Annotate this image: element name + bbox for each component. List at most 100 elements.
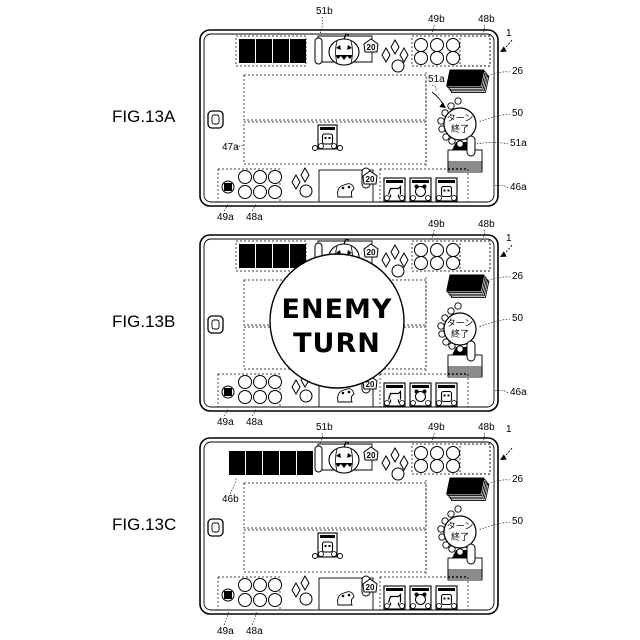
- monster-card: [384, 383, 405, 406]
- ref-numeral: 1: [506, 233, 512, 244]
- robot-icon: [442, 187, 452, 197]
- player-slot-circle: [269, 186, 282, 199]
- stat-dot: [338, 146, 343, 151]
- turn-count-dot: [438, 118, 444, 124]
- bear-ear: [423, 593, 427, 597]
- figure-label: FIG.13C: [112, 515, 176, 534]
- enemy-slot-circle: [431, 244, 444, 257]
- end-turn-label-2: 終了: [451, 531, 469, 543]
- stat-dot: [411, 196, 416, 201]
- robot-icon: [442, 392, 452, 402]
- player-slot-circle: [269, 594, 282, 607]
- stat-dot: [426, 401, 431, 406]
- ref-numeral: 51a: [428, 74, 445, 85]
- enemy-turn-overlay: ENEMYTURN: [270, 254, 404, 388]
- monster-card: [318, 125, 337, 149]
- deck-card: [448, 150, 482, 162]
- bear-ear: [415, 593, 419, 597]
- player-slot-circle: [269, 376, 282, 389]
- player-slot-circle: [254, 186, 267, 199]
- end-turn-circle: [444, 313, 476, 345]
- ref-numeral: 1: [506, 28, 512, 39]
- enemy-slot-circle: [415, 52, 428, 65]
- enemy-gauge: [315, 446, 322, 472]
- monster-card-header: [412, 588, 429, 591]
- monster-card-header: [320, 535, 335, 538]
- robot-icon: [323, 134, 333, 144]
- player-slot-circle: [239, 579, 252, 592]
- monster-card-header: [412, 180, 429, 183]
- face-down-card: [239, 244, 255, 268]
- player-hp-badge-value: 20: [366, 175, 375, 184]
- turn-count-dot: [448, 308, 454, 314]
- player-slot-circle: [239, 391, 252, 404]
- creature-eye: [348, 391, 351, 394]
- figure-panel-fig-13a: FIG.13A20ターン終了20151b49b48b2651a5051a47a4…: [112, 6, 527, 223]
- ref-numeral: 48b: [478, 219, 495, 230]
- ref-numeral: 26: [512, 271, 524, 282]
- face-down-card: [290, 39, 306, 63]
- creature-eye: [348, 186, 351, 189]
- bear-ear: [415, 390, 419, 394]
- robot-eye: [325, 137, 327, 139]
- player-slot-circle: [239, 376, 252, 389]
- creature-eye: [342, 187, 345, 190]
- ref-numeral: 49a: [217, 417, 234, 428]
- player-avatar-glyph: [224, 183, 232, 191]
- bear-ear: [423, 390, 427, 394]
- robot-eye: [329, 137, 331, 139]
- ref-numeral: 51a: [510, 138, 527, 149]
- stat-dot: [400, 196, 405, 201]
- player-hp-badge-value: 20: [366, 583, 375, 592]
- stat-dot: [437, 604, 442, 609]
- face-down-card: [273, 39, 289, 63]
- enemy-slot-circle: [431, 39, 444, 52]
- stat-dot: [426, 604, 431, 609]
- player-slot-circle: [254, 579, 267, 592]
- end-turn-label-2: 終了: [451, 328, 469, 340]
- end-turn-label-2: 終了: [451, 123, 469, 135]
- robot-eye: [325, 545, 327, 547]
- robot-eye: [448, 190, 450, 192]
- creature-eye: [342, 595, 345, 598]
- enemy-slot-circle: [431, 460, 444, 473]
- player-slot-circle: [269, 579, 282, 592]
- robot-eye: [448, 395, 450, 397]
- figure-label: FIG.13A: [112, 107, 176, 126]
- ref-numeral: 48a: [246, 212, 263, 223]
- monster-card-header: [412, 385, 429, 388]
- monster-card-header: [438, 385, 455, 388]
- ref-numeral: 51b: [316, 422, 333, 433]
- enemy-hp-badge-value: 20: [367, 43, 376, 52]
- monster-card: [436, 586, 457, 609]
- ref-numeral: 48a: [246, 626, 263, 637]
- stat-dot: [400, 401, 405, 406]
- player-gauge: [467, 341, 475, 361]
- monster-card: [436, 383, 457, 406]
- stat-dot: [426, 196, 431, 201]
- enemy-slot-circle: [415, 244, 428, 257]
- monster-card-header: [320, 127, 335, 130]
- enemy-slot-circle: [415, 39, 428, 52]
- deck-card: [447, 478, 484, 494]
- face-down-card: [256, 39, 272, 63]
- deck-card: [447, 275, 484, 291]
- monster-card: [410, 178, 431, 201]
- player-slot-circle: [254, 594, 267, 607]
- ref-numeral: 50: [512, 516, 524, 527]
- deck-stack-top: [447, 70, 489, 92]
- turn-count-dot: [457, 346, 463, 352]
- stat-dot: [400, 604, 405, 609]
- stat-dot: [332, 144, 337, 149]
- enemy-hand: [236, 241, 306, 271]
- mana-orb-icon: [300, 593, 312, 605]
- stat-dot: [319, 144, 324, 149]
- ref-numeral: 49a: [217, 212, 234, 223]
- turn-count-dot: [457, 549, 463, 555]
- stat-dot: [411, 401, 416, 406]
- player-slot-circle: [239, 171, 252, 184]
- stat-dot: [313, 146, 318, 151]
- player-gauge: [467, 136, 475, 156]
- turn-count-dot: [448, 103, 454, 109]
